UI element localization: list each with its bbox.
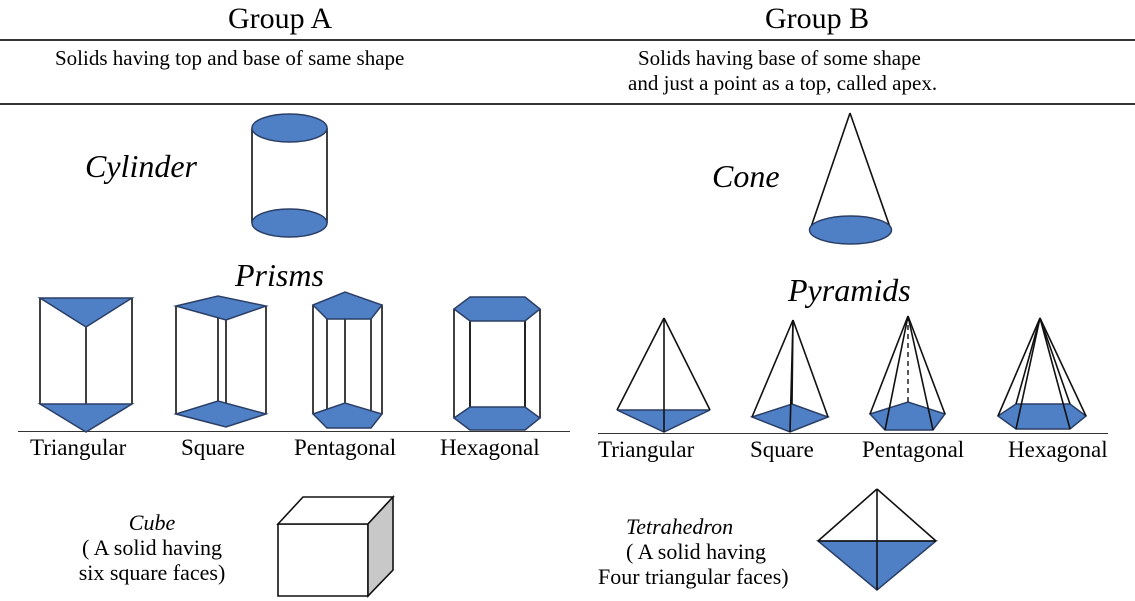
group-a-description: Solids having top and base of same shape	[55, 46, 405, 70]
pyramids-label: Pyramids	[788, 272, 911, 308]
triangular-pyramid-shape	[616, 317, 711, 433]
cube-note-line2: six square faces)	[78, 560, 226, 585]
prism-label-pentagonal: Pentagonal	[294, 435, 397, 460]
pyramid-label-square: Square	[750, 437, 814, 462]
hexagonal-prism-shape	[452, 296, 542, 431]
tetrahedron-shape	[815, 488, 939, 591]
square-prism-shape	[173, 295, 269, 428]
pentagonal-prism-shape	[311, 291, 384, 429]
prism-label-triangular: Triangular	[30, 435, 127, 460]
pyramid-label-pentagonal: Pentagonal	[862, 437, 965, 462]
prism-label-hexagonal: Hexagonal	[440, 435, 540, 460]
group-b-description-line1: Solids having base of some shape	[638, 46, 921, 70]
tetrahedron-note: Tetrahedron ( A solid having Four triang…	[598, 514, 868, 589]
hexagonal-pyramid-shape	[996, 317, 1088, 430]
cone-label: Cone	[712, 158, 780, 194]
cube-note: Cube ( A solid having six square faces)	[42, 510, 262, 585]
tetrahedron-note-line1: ( A solid having	[626, 539, 766, 564]
group-a-title: Group A	[228, 2, 333, 35]
cube-shape	[276, 494, 395, 598]
header-divider	[0, 39, 1135, 41]
prisms-baseline	[18, 431, 570, 432]
tetrahedron-title: Tetrahedron	[626, 514, 734, 539]
group-b-title: Group B	[765, 2, 870, 35]
cylinder-shape	[251, 113, 328, 238]
group-b-description-line2: and just a point as a top, called apex.	[628, 71, 938, 95]
cube-note-line1: ( A solid having	[82, 535, 222, 560]
pyramid-label-hexagonal: Hexagonal	[1008, 437, 1108, 462]
cylinder-label: Cylinder	[85, 148, 197, 184]
triangular-prism-shape	[37, 297, 135, 433]
cone-shape	[808, 112, 893, 245]
prism-label-square: Square	[181, 435, 245, 460]
description-divider	[0, 103, 1135, 105]
prisms-label: Prisms	[235, 257, 324, 293]
pyramids-baseline	[598, 433, 1108, 434]
pentagonal-pyramid-shape	[868, 315, 947, 431]
cube-title: Cube	[128, 510, 176, 535]
pyramid-label-triangular: Triangular	[598, 437, 695, 462]
tetrahedron-note-line2: Four triangular faces)	[598, 564, 789, 589]
square-pyramid-shape	[749, 319, 831, 433]
